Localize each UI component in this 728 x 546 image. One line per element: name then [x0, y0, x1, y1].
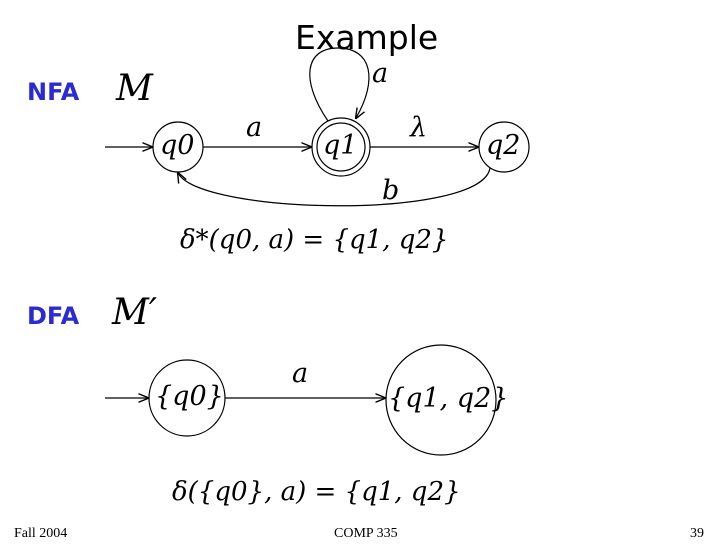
nfa-state-q1-inner — [316, 122, 366, 172]
nfa-label-q1-q2: λ — [410, 112, 428, 143]
nfa-loop-q1 — [309, 47, 370, 122]
nfa-machine-name: M — [116, 68, 153, 109]
slide-title: Example — [295, 18, 439, 57]
dfa-state-q0-label: {q0} — [155, 381, 224, 412]
nfa-label-q2-q0: b — [382, 175, 400, 206]
footer-course: COMP 335 — [334, 526, 398, 541]
dfa-tag: DFA — [27, 302, 80, 330]
nfa-state-q0-label: q0 — [160, 130, 195, 161]
footer-page-number: 39 — [690, 526, 704, 541]
nfa-state-q1-label: q1 — [323, 130, 358, 161]
nfa-label-q0-q1: a — [246, 112, 263, 143]
footer-date: Fall 2004 — [14, 526, 68, 541]
dfa-label-a: a — [292, 358, 309, 389]
nfa-formula: δ*(q0, a) = {q1, q2} — [180, 225, 449, 255]
nfa-tag: NFA — [27, 78, 80, 106]
nfa-edge-q2-q0 — [178, 167, 491, 207]
dfa-formula: δ({q0}, a) = {q1, q2} — [172, 477, 461, 507]
dfa-state-q1q2-label: {q1, q2} — [388, 383, 509, 414]
nfa-label-loop: a — [372, 58, 389, 89]
nfa-state-q2-label: q2 — [486, 130, 521, 161]
dfa-machine-name: M′ — [112, 292, 158, 333]
